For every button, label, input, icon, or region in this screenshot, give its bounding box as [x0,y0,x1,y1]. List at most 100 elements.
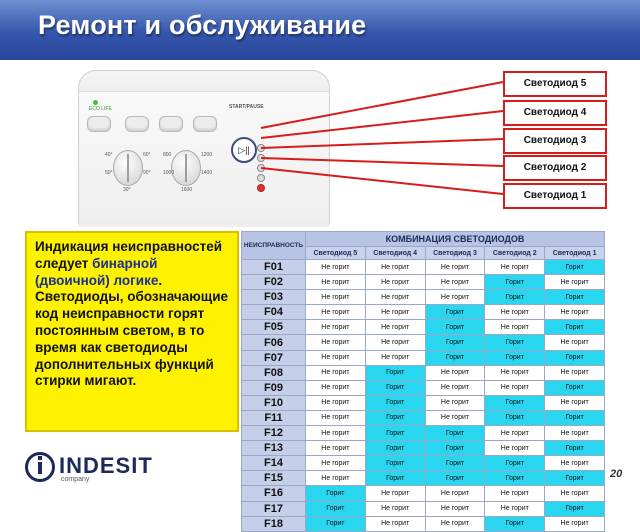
led-state-cell: Горит [364,409,426,427]
temp-mark: 50° [105,170,113,176]
led-state-cell: Не горит [364,258,426,276]
led-1-icon [257,184,265,192]
indesit-logo-icon [25,452,55,482]
led-state-cell: Не горит [544,334,605,351]
led-state-cell: Не горит [364,289,426,306]
led-state-cell: Не горит [305,334,366,351]
led-state-cell: Горит [424,319,486,336]
fault-code-cell: F06 [241,334,306,351]
led-state-cell: Не горит [305,394,366,411]
led-state-cell: Не горит [484,364,546,381]
led-state-cell: Не горит [305,258,366,276]
fault-code-cell: F03 [241,289,306,306]
info-text: Индикация неисправностей следует бинарно… [35,239,229,390]
option-button-3[interactable] [159,116,183,132]
led-state-cell: Не горит [305,289,366,306]
led-state-cell: Не горит [424,274,486,291]
led-state-cell: Горит [364,425,426,442]
led-state-cell: Не горит [544,304,605,321]
washer-control-panel: ECO LIFE START/PAUSE ▷|| 40° 50° 60° 90°… [78,70,330,227]
led-state-cell: Горит [484,515,546,532]
led-state-cell: Горит [544,440,605,457]
option-button-2[interactable] [125,116,149,132]
option-button-1[interactable] [87,116,111,132]
led-state-cell: Не горит [424,258,486,276]
start-pause-button[interactable]: ▷|| [231,137,257,163]
led-state-cell: Горит [544,319,605,336]
eco-label: ECO LIFE [89,106,112,112]
led-state-cell: Горит [484,470,546,487]
led-state-cell: Горит [424,334,486,351]
fault-code-cell: F02 [241,274,306,291]
led-state-cell: Не горит [364,515,426,532]
led-state-cell: Горит [484,409,546,427]
fault-code-cell: F15 [241,470,306,487]
led-state-cell: Не горит [305,319,366,336]
callout-led-3: Светодиод 3 [503,128,607,154]
led-4-icon [257,154,265,162]
led-state-cell: Горит [484,394,546,411]
led-state-cell: Горит [544,470,605,487]
led-state-cell: Не горит [544,515,605,532]
start-label: START/PAUSE [229,104,264,110]
fault-code-cell: F13 [241,440,306,457]
callout-led-5: Светодиод 5 [503,71,607,97]
title-bar: Ремонт и обслуживание [0,0,640,60]
led-state-cell: Не горит [305,470,366,487]
led-5-icon [257,144,265,152]
fault-code-cell: F11 [241,409,306,427]
info-text-part1: Индикация неисправностей следует [35,239,223,271]
column-header: Светодиод 4 [364,246,426,260]
option-button-4[interactable] [193,116,217,132]
led-state-cell: Не горит [305,440,366,457]
led-state-cell: Не горит [305,409,366,427]
temperature-knob[interactable] [113,150,143,186]
temp-mark: 60° [143,152,151,158]
led-state-cell: Горит [305,485,366,502]
fault-code-cell: F07 [241,349,306,366]
led-state-cell: Не горит [424,515,486,532]
fault-code-cell: F12 [241,425,306,442]
info-textbox: Индикация неисправностей следует бинарно… [25,231,239,432]
fault-code-table: НЕИСПРАВНОСТЬ КОМБИНАЦИЯ СВЕТОДИОДОВ Све… [241,231,605,532]
fault-table-container: НЕИСПРАВНОСТЬ КОМБИНАЦИЯ СВЕТОДИОДОВ Све… [241,231,605,532]
spin-knob[interactable] [171,150,201,186]
led-state-cell: Горит [364,440,426,457]
led-state-cell: Не горит [544,364,605,381]
led-3-icon [257,164,265,172]
led-state-cell: Не горит [364,485,426,502]
led-state-cell: Не горит [424,379,486,396]
led-state-cell: Не горит [484,379,546,396]
fault-code-cell: F09 [241,379,306,396]
column-header: Светодиод 5 [305,246,366,260]
led-combination-header: КОМБИНАЦИЯ СВЕТОДИОДОВ [305,231,605,247]
led-state-cell: Не горит [424,485,486,502]
led-state-cell: Не горит [424,500,486,517]
led-state-cell: Не горит [544,274,605,291]
led-state-cell: Горит [424,470,486,487]
led-state-cell: Не горит [544,425,605,442]
led-state-cell: Горит [424,425,486,442]
temp-mark: 90° [143,170,151,176]
led-state-cell: Не горит [364,349,426,366]
callout-led-4: Светодиод 4 [503,100,607,126]
led-state-cell: Горит [484,289,546,306]
spin-mark: 1600 [181,187,193,193]
page-title: Ремонт и обслуживание [38,10,367,40]
led-state-cell: Горит [484,334,546,351]
led-2-icon [257,174,265,182]
